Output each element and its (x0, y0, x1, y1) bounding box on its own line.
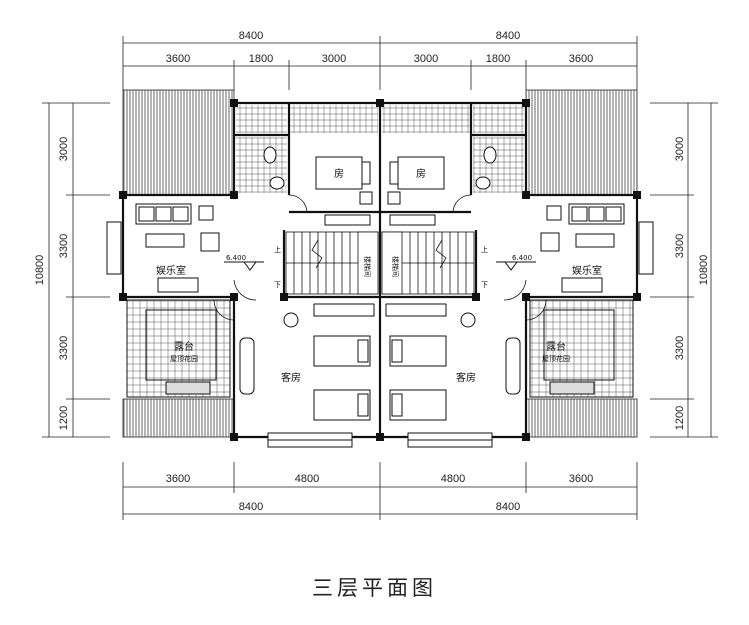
stair-up-right: 上 (481, 245, 488, 254)
dim-bottom-total-right: 8400 (496, 501, 520, 513)
bedroom-label-left: 房 (334, 167, 344, 180)
dim-bottom-total-left: 8400 (239, 501, 263, 513)
dim-bottom-part: 3600 (166, 473, 190, 485)
bathroom-right (382, 105, 524, 193)
dim-left-total: 10800 (34, 255, 46, 286)
dim-top-total-right: 8400 (496, 30, 520, 42)
bed-right (387, 156, 445, 226)
dim-top-part: 3600 (569, 53, 593, 65)
dim-right-part: 3000 (674, 137, 686, 161)
guest-room-label-left: 客房 (281, 371, 301, 384)
roof-hatch-areas (122, 89, 638, 438)
door-swings (213, 194, 547, 321)
structural-columns (119, 99, 641, 441)
dim-left-part: 1200 (58, 406, 70, 430)
terrace-right (529, 277, 634, 398)
bed-left (315, 156, 373, 226)
bedroom-label-right: 房 (416, 167, 426, 180)
terrace-sub-label-right: 屋顶花园 (542, 354, 570, 363)
stair-down-right: 下 (481, 281, 488, 289)
stair-right (381, 231, 475, 295)
dim-right-total: 10800 (698, 255, 710, 286)
drawing-title: 三层平面图 (312, 576, 437, 600)
stair-up-left: 上 (274, 245, 281, 254)
elevation-marker-right (496, 261, 536, 271)
dim-right-part: 3300 (674, 234, 686, 258)
stair-down-left: 下 (274, 281, 281, 289)
dim-top-part: 1800 (249, 53, 273, 65)
entertainment-label-left: 娱乐室 (156, 264, 186, 277)
bottom-dimension-lines (122, 462, 638, 520)
bathroom-left (236, 105, 378, 193)
dim-top-total-left: 8400 (239, 30, 263, 42)
entertainment-left-furniture (106, 203, 220, 275)
dim-top-part: 1800 (486, 53, 510, 65)
terrace-label-left: 露台 (174, 340, 194, 353)
dim-bottom-part: 4800 (295, 473, 319, 485)
terrace-left (126, 277, 231, 398)
dim-left-part: 3000 (58, 137, 70, 161)
right-dimension-lines (650, 102, 718, 438)
stair-label-left: 楼梯间 (363, 256, 372, 277)
terrace-label-right: 露台 (546, 340, 566, 353)
elevation-label-right: 6.400 (512, 254, 532, 262)
entertainment-right-furniture (540, 203, 654, 275)
dim-bottom-part: 3600 (569, 473, 593, 485)
elevation-label-left: 6.400 (226, 254, 246, 262)
entertainment-label-right: 娱乐室 (572, 264, 602, 277)
terrace-sub-label-left: 屋顶花园 (170, 354, 198, 363)
top-dimension-lines (122, 36, 638, 90)
dim-left-part: 3300 (58, 336, 70, 360)
bottom-windows (267, 432, 493, 448)
dim-left-part: 3300 (58, 234, 70, 258)
dim-top-part: 3600 (166, 53, 190, 65)
left-dimension-lines (42, 102, 110, 438)
stair-label-right: 楼梯间 (391, 256, 400, 277)
elevation-marker-left (224, 261, 264, 271)
dim-top-part: 3000 (322, 53, 346, 65)
guest-room-right-furniture (385, 303, 521, 421)
dim-right-part: 3300 (674, 336, 686, 360)
stair-left (285, 231, 379, 295)
guest-room-label-right: 客房 (456, 371, 476, 384)
dim-bottom-part: 4800 (441, 473, 465, 485)
guest-room-left-furniture (239, 303, 375, 421)
dim-top-part: 3000 (414, 53, 438, 65)
dim-right-part: 1200 (674, 406, 686, 430)
